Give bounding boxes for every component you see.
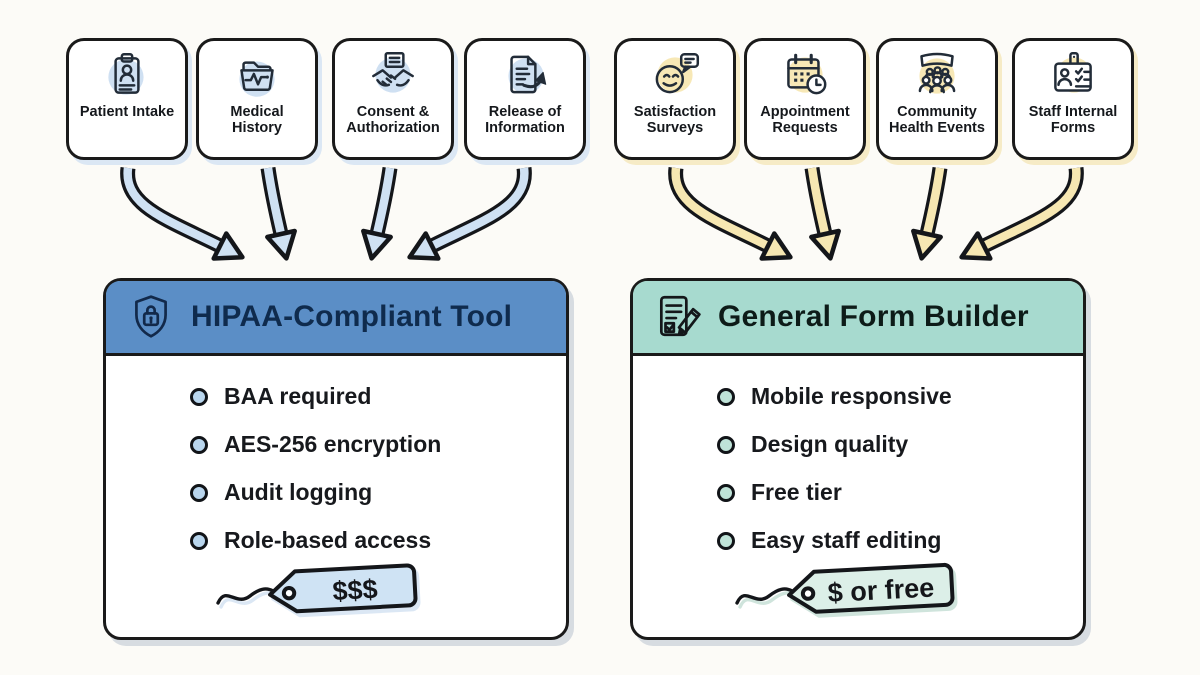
feature-item: AES-256 encryption <box>190 431 566 458</box>
bullet-dot <box>717 531 735 550</box>
feature-text: AES-256 encryption <box>224 431 442 457</box>
price-tag: $$$ <box>216 563 418 614</box>
flow-arrow-staff-forms <box>962 168 1077 259</box>
id-badge-checklist-icon <box>1054 52 1092 93</box>
feature-item: Audit logging <box>190 479 566 506</box>
form-label: Community Health Events <box>889 104 985 137</box>
bullet-dot <box>190 435 208 454</box>
form-card-satisfaction-surveys: Satisfaction Surveys <box>614 38 736 160</box>
tool-header: General Form Builder <box>633 281 1083 356</box>
tool-header: HIPAA-Compliant Tool <box>106 281 566 356</box>
feature-item: BAA required <box>190 383 566 410</box>
calendar-clock-icon <box>787 53 827 95</box>
feature-item: Design quality <box>717 431 1083 458</box>
tool-card-hipaa: HIPAA-Compliant Tool BAA required AES-25… <box>103 278 569 640</box>
tool-card-general-form-builder: General Form Builder Mobile responsive D… <box>630 278 1086 640</box>
feature-text: Role-based access <box>224 527 432 553</box>
feature-list: Mobile responsive Design quality Free ti… <box>633 383 1083 554</box>
form-card-consent-authorization: Consent & Authorization <box>332 38 454 160</box>
form-label: Consent & Authorization <box>346 104 440 137</box>
clipboard-person-icon <box>108 53 144 95</box>
form-checklist-pencil-icon <box>659 295 701 337</box>
form-card-appointment-requests: Appointment Requests <box>744 38 866 160</box>
feature-list: BAA required AES-256 encryption Audit lo… <box>106 383 566 554</box>
feature-text: BAA required <box>224 383 372 409</box>
form-label: Release of Information <box>485 104 565 137</box>
flow-arrow-medical-history <box>267 168 294 258</box>
flow-arrow-appointments <box>811 168 838 258</box>
folder-heartbeat-icon <box>239 61 275 97</box>
flow-arrow-release <box>410 168 525 259</box>
feature-text: Mobile responsive <box>751 383 952 409</box>
form-card-release-of-information: Release of Information <box>464 38 586 160</box>
feature-item: Role-based access <box>190 527 566 554</box>
feature-text: Easy staff editing <box>751 527 942 553</box>
bullet-dot <box>717 483 735 502</box>
document-share-arrow-icon <box>508 55 547 94</box>
feature-text: Free tier <box>751 479 842 505</box>
form-label: Patient Intake <box>79 104 175 120</box>
feature-text: Audit logging <box>224 479 373 505</box>
shield-lock-icon <box>135 295 167 338</box>
bullet-dot <box>190 483 208 502</box>
form-label: Staff Internal Forms <box>1028 104 1118 137</box>
flow-arrow-surveys <box>676 168 791 259</box>
form-card-staff-internal-forms: Staff Internal Forms <box>1012 38 1134 160</box>
form-card-community-health-events: Community Health Events <box>876 38 998 160</box>
form-label: Satisfaction Surveys <box>633 104 717 137</box>
price-tag: $ or free <box>735 562 955 614</box>
form-label: Appointment Requests <box>760 104 850 137</box>
feature-text: Design quality <box>751 431 909 457</box>
price-tag-label: $ or free <box>827 572 935 608</box>
bullet-dot <box>717 435 735 454</box>
tool-title: HIPAA-Compliant Tool <box>191 300 513 333</box>
smiley-speech-bubble-icon <box>655 53 700 94</box>
feature-item: Easy staff editing <box>717 527 1083 554</box>
feature-item: Free tier <box>717 479 1083 506</box>
crowd-banner-icon <box>918 52 956 94</box>
bullet-dot <box>190 531 208 550</box>
price-tag-label: $$$ <box>332 574 379 606</box>
flow-arrows-layer <box>0 164 1200 274</box>
bullet-dot <box>190 387 208 406</box>
tool-title: General Form Builder <box>718 300 1029 333</box>
form-card-medical-history: Medical History <box>196 38 318 160</box>
form-label: Medical History <box>230 104 284 137</box>
flow-arrow-events <box>913 168 940 258</box>
flow-arrow-patient-intake <box>128 168 243 259</box>
handshake-document-icon <box>372 52 414 93</box>
feature-item: Mobile responsive <box>717 383 1083 410</box>
flow-arrow-consent <box>363 168 390 258</box>
bullet-dot <box>717 387 735 406</box>
form-card-patient-intake: Patient Intake <box>66 38 188 160</box>
